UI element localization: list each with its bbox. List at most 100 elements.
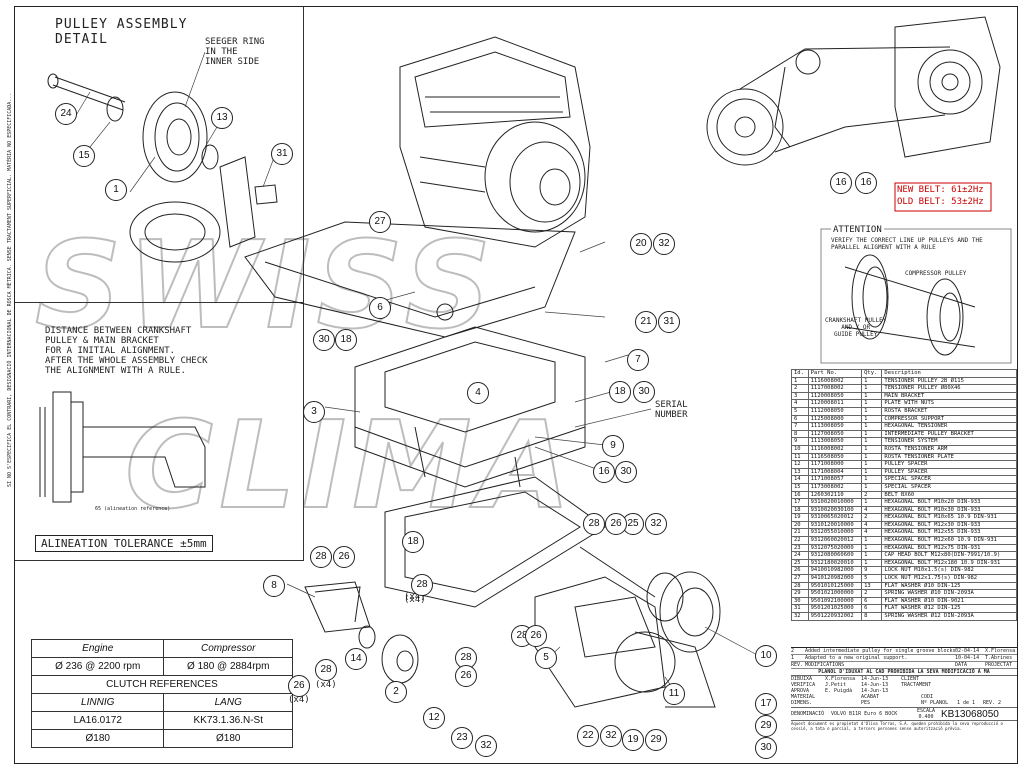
table-cell: ROSTA BRACKET (881, 406, 1017, 416)
table-cell: 9501010125000 (807, 581, 863, 591)
table-cell: 2 (861, 513, 883, 522)
part-callout: 30 (755, 737, 777, 759)
table-cell: 1112008050 (807, 406, 863, 416)
part-callout: 18 (335, 329, 357, 351)
drawn-date: 14-Jun-13 (861, 676, 889, 682)
table-cell: 1125008000 (807, 414, 863, 424)
table-cell: 1 (861, 437, 883, 446)
seeger-note: SEEGER RING IN THE INNER SIDE (205, 37, 265, 67)
treatment-label: TRACTAMENT (901, 682, 932, 688)
drawing-number: KB13068050 (941, 708, 999, 720)
part-callout: 29 (755, 715, 777, 737)
table-cell: 18 (791, 505, 809, 515)
table-cell: 13 (861, 581, 883, 591)
table-cell: 6 (861, 604, 883, 613)
table-cell: 2 (861, 589, 883, 598)
approved-label: APROVA (791, 688, 810, 694)
table-cell: 14 (791, 475, 809, 484)
table-cell: PULLEY SPACER (881, 460, 1017, 469)
table-cell: 1127008050 (807, 429, 863, 439)
finish-label: ACABAT (861, 694, 880, 700)
drawing-sheet: SI NO S'ESPECIFICA EL CONTRARI, DESIGNAC… (7, 6, 1018, 764)
new-belt-label: NEW BELT: 61±2Hz (897, 185, 984, 195)
table-cell: PULLEY SPACER (881, 467, 1017, 477)
table-cell: 20 (791, 520, 809, 530)
part-callout: 8 (263, 575, 285, 597)
part-callout: 14 (345, 648, 367, 670)
checked-by: J.Petit (825, 682, 847, 688)
table-cell: 9410010982000 (807, 566, 863, 576)
part-callout: 1 (105, 179, 127, 201)
table-cell: ROSTA TENSIONER ARM (881, 444, 1017, 454)
table-cell: 32 (791, 612, 809, 621)
table-cell: 1113008050 (807, 437, 863, 446)
table-cell: LOCK NUT M10x1.5(s) DIN-982 (881, 566, 1017, 576)
table-cell: MAIN BRACKET (881, 391, 1017, 401)
belt-layout-drawing (706, 16, 1001, 166)
attention-drawing (844, 254, 976, 356)
part-callout: 11 (663, 683, 685, 705)
table-cell: 9501220932002 (807, 612, 863, 621)
part-callout: 7 (627, 349, 649, 371)
part-callout: 16 (855, 172, 877, 194)
table-cell: 5 (791, 406, 809, 416)
table-cell: 9501201025000 (807, 604, 863, 613)
revision-cell: 10-04-14 (955, 655, 980, 661)
part-callout: 5 (535, 647, 557, 669)
part-callout: 26 (288, 675, 310, 697)
assembly-drawing (39, 16, 1012, 708)
table-cell: SPECIAL SPACER (881, 482, 1017, 492)
table-cell: 31 (791, 604, 809, 613)
part-callout: 31 (271, 143, 293, 165)
table-cell: 9310065020012 (807, 513, 863, 522)
table-cell: 22 (791, 536, 809, 545)
old-belt-label: OLD BELT: 53±2Hz (897, 197, 984, 207)
part-callout: 28 (310, 546, 332, 568)
quantity-note: (x4) (288, 695, 310, 705)
dimensions-row: DIMENS. PES Nº PLANOL 1 de 1 REV. 2 (791, 700, 1017, 706)
table-cell: TENSIONER PULLEY Ø80X46 (881, 384, 1017, 393)
table-cell: 6 (861, 596, 883, 606)
table-cell: 1116008002 (807, 444, 863, 454)
sheet-value: 1 de 1 (957, 700, 976, 706)
part-callout: 21 (635, 311, 657, 333)
table-cell: HEXAGONAL BOLT M10x65 10.9 DIN-931 (881, 513, 1017, 522)
part-callout: 32 (645, 513, 667, 535)
table-cell: 11 (791, 452, 809, 462)
rev-value: REV. 2 (983, 700, 1002, 706)
quantity-note: (x4) (315, 680, 337, 690)
revision-cell: DATA (955, 662, 968, 668)
table-cell: 15 (791, 482, 809, 492)
part-callout: 15 (73, 145, 95, 167)
table-cell: 1 (861, 422, 883, 431)
part-callout: 16 (593, 461, 615, 483)
part-callout: 12 (423, 707, 445, 729)
table-cell: 1 (861, 536, 883, 545)
table-cell: CAP HEAD BOLT M12x80(DIN-7991/10.9) (881, 551, 1017, 560)
checked-label: VERIFICA (791, 682, 816, 688)
approved-date: 14-Jun-13 (861, 688, 889, 694)
table-cell: 1116508050 (807, 452, 863, 462)
compressor-support-drawing (244, 221, 576, 338)
revision-cell: REV. (791, 662, 804, 668)
table-cell: 1 (861, 543, 883, 553)
dimension-note: 65 (alineation reference) (95, 506, 171, 512)
table-cell: HEXAGONAL BOLT M12x180 10.9 DIN-931 (881, 558, 1017, 568)
table-cell: FLAT WASHER Ø12 DIN-125 (881, 604, 1017, 613)
part-callout: 26 (525, 625, 547, 647)
table-cell: 23 (791, 543, 809, 553)
scale-group: ESCALA 0.400 (911, 708, 941, 720)
table-cell: 1171008004 (807, 467, 863, 477)
drawn-label: DIBUIXA (791, 676, 813, 682)
table-cell: 17 (791, 498, 809, 507)
main-bracket-drawing (354, 326, 586, 488)
part-callout: 19 (622, 729, 644, 751)
